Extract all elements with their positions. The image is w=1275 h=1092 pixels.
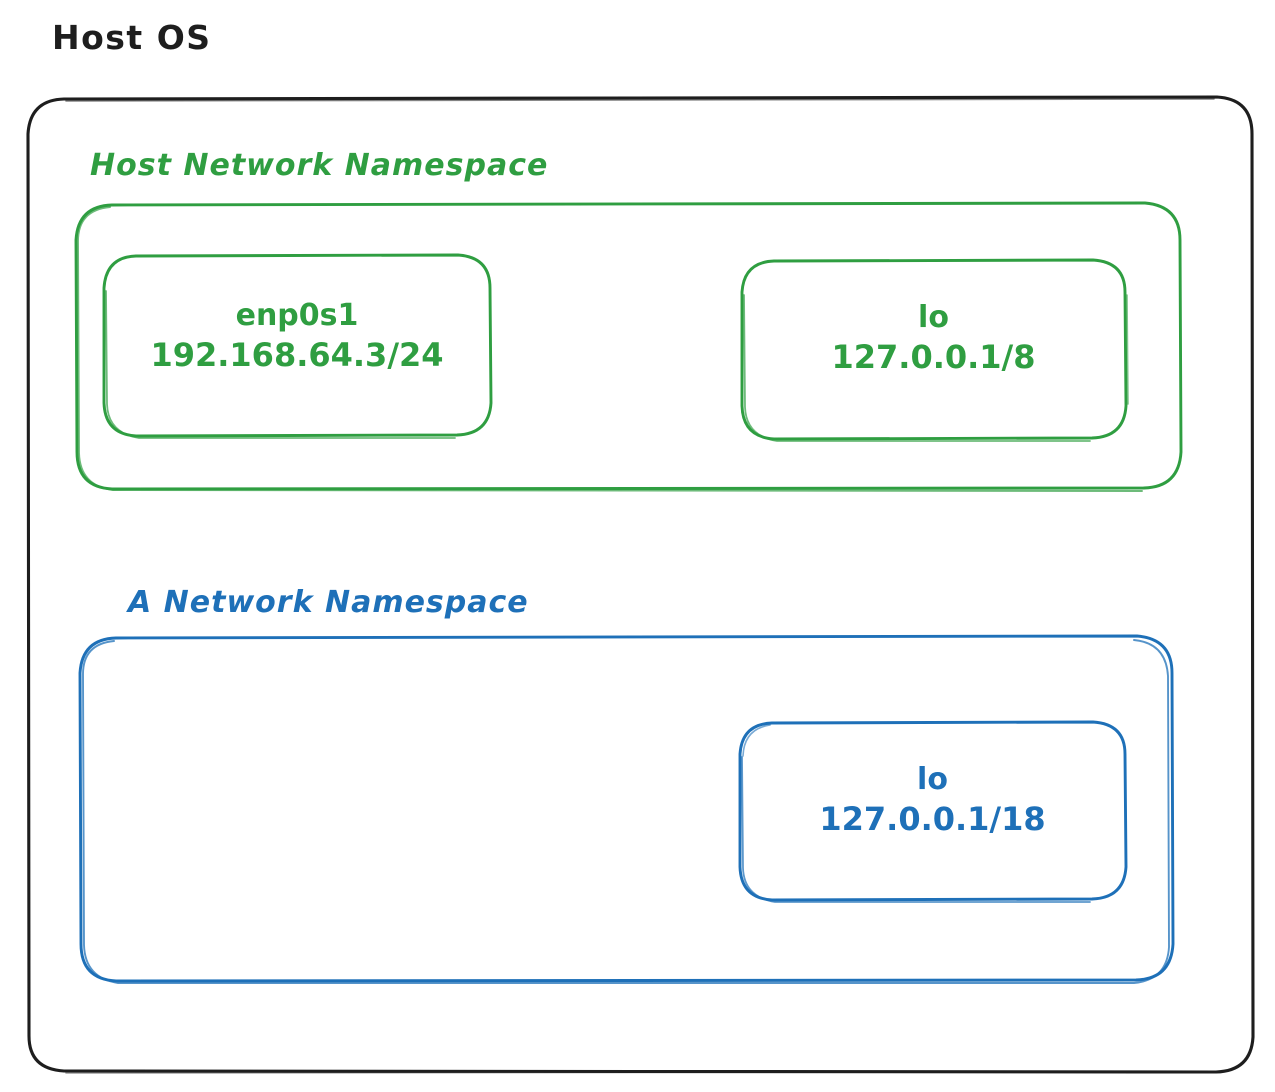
host-os-boundary (26, 95, 1255, 1074)
a-network-namespace-label: A Network Namespace (128, 585, 529, 620)
page-title: Host OS (52, 18, 212, 57)
host-lo-interface-address: 127.0.0.1/8 (831, 338, 1036, 376)
ns-lo-interface-name: lo (917, 762, 948, 797)
enp0s1-box-boundary (102, 253, 493, 439)
ns-lo-interface-address: 127.0.0.1/18 (819, 800, 1046, 838)
enp0s1-interface-name: enp0s1 (235, 298, 359, 333)
host-lo-box-boundary (740, 258, 1129, 442)
enp0s1-interface-address: 192.168.64.3/24 (150, 336, 444, 374)
ns-lo-box-boundary (738, 720, 1128, 903)
host-network-namespace-boundary (74, 201, 1183, 492)
host-loopback-interface-box: lo 127.0.0.1/8 (742, 298, 1125, 379)
ns-loopback-interface-box: lo 127.0.0.1/18 (740, 760, 1125, 841)
host-lo-interface-name: lo (918, 300, 949, 335)
enp0s1-interface-box: enp0s1 192.168.64.3/24 (104, 296, 490, 377)
host-network-namespace-label: Host Network Namespace (90, 148, 549, 183)
a-network-namespace-boundary (78, 634, 1175, 984)
